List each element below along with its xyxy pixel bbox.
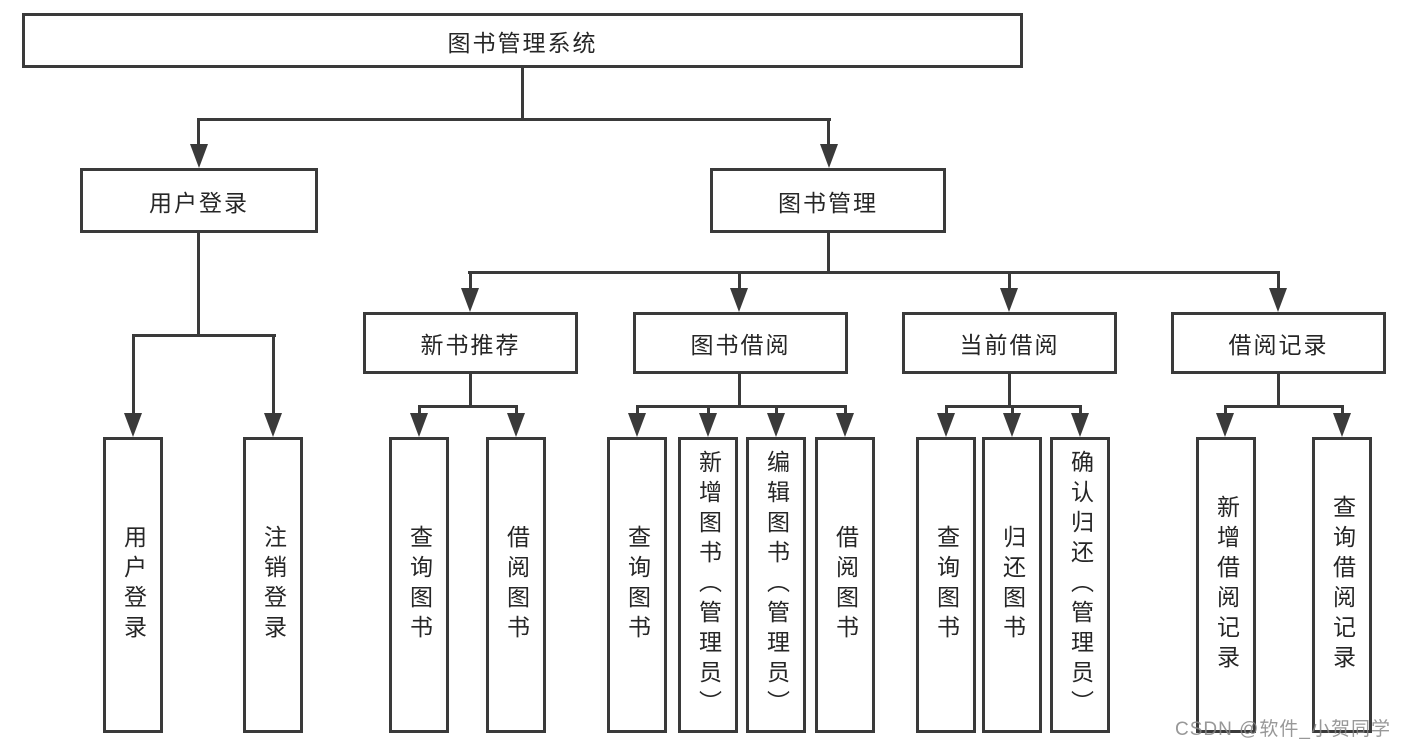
leaf-add-borrow-record: 新增借阅记录 <box>1196 437 1256 733</box>
leaf-query-books-borrowing: 查询图书 <box>607 437 667 733</box>
arrowhead-book-borrow <box>730 288 748 312</box>
arrowhead-leaf-logout <box>264 413 282 437</box>
leaf-borrow-books-recommend: 借阅图书 <box>486 437 546 733</box>
connector-drop <box>636 405 639 417</box>
arrowhead-leaf <box>1216 413 1234 437</box>
arrowhead-leaf <box>1071 413 1089 437</box>
leaf-confirm-return-admin: 确认归还（管理员） <box>1050 437 1110 733</box>
node-library-management-system: 图书管理系统 <box>22 13 1023 68</box>
connector-user-login-stem <box>197 233 200 337</box>
connector-current-borrow-stem <box>1008 374 1011 408</box>
arrowhead-leaf <box>836 413 854 437</box>
node-label: 当前借阅 <box>959 332 1060 358</box>
arrowhead-leaf <box>507 413 525 437</box>
connector-book-borrow-stem <box>738 374 741 408</box>
connector-drop <box>707 405 710 417</box>
arrowhead-leaf <box>767 413 785 437</box>
connector-drop <box>844 405 847 417</box>
connector-new-book-rail <box>418 405 518 408</box>
leaf-edit-books-admin: 编辑图书（管理员） <box>746 437 806 733</box>
connector-drop <box>1011 405 1014 417</box>
connector-book-management-rail <box>468 271 1280 274</box>
connector-borrow-record-rail <box>1224 405 1344 408</box>
leaf-logout: 注销登录 <box>243 437 303 733</box>
leaf-query-borrow-record: 查询借阅记录 <box>1312 437 1372 733</box>
connector-drop <box>1341 405 1344 417</box>
connector-drop-book-management <box>827 118 830 148</box>
connector-drop <box>1224 405 1227 417</box>
connector-drop <box>418 405 421 417</box>
connector-drop-leaf-logout <box>272 334 275 417</box>
arrowhead-leaf <box>1333 413 1351 437</box>
leaf-return-books: 归还图书 <box>982 437 1042 733</box>
node-label: 新书推荐 <box>420 332 521 358</box>
arrowhead-user-login <box>190 144 208 168</box>
arrowhead-new-book <box>461 288 479 312</box>
connector-root-rail <box>197 118 831 121</box>
connector-new-book-stem <box>469 374 472 408</box>
leaf-user-login: 用户登录 <box>103 437 163 733</box>
leaf-query-books-current: 查询图书 <box>916 437 976 733</box>
leaf-add-books-admin: 新增图书（管理员） <box>678 437 738 733</box>
arrowhead-leaf-user-login <box>124 413 142 437</box>
connector-drop-current-borrow <box>1008 271 1011 292</box>
node-label: 图书管理系统 <box>447 29 598 56</box>
connector-root-stem <box>521 68 524 121</box>
node-book-management: 图书管理 <box>710 168 946 233</box>
arrowhead-borrow-record <box>1269 288 1287 312</box>
connector-book-management-stem <box>827 233 830 274</box>
csdn-watermark: CSDN @软件_小贺同学 <box>1175 719 1391 740</box>
node-label: 借阅记录 <box>1228 332 1329 358</box>
arrowhead-current-borrow <box>1000 288 1018 312</box>
node-label: 图书管理 <box>778 189 878 216</box>
arrowhead-leaf <box>937 413 955 437</box>
node-borrowing-records: 借阅记录 <box>1171 312 1386 374</box>
arrowhead-leaf <box>628 413 646 437</box>
connector-drop <box>1079 405 1082 417</box>
connector-book-borrow-rail <box>636 405 847 408</box>
node-user-login: 用户登录 <box>80 168 318 233</box>
connector-drop-book-borrow <box>738 271 741 292</box>
connector-drop-user-login <box>197 118 200 148</box>
connector-user-login-rail <box>132 334 276 337</box>
connector-borrow-record-stem <box>1277 374 1280 408</box>
arrowhead-book-management <box>820 144 838 168</box>
node-new-book-recommend: 新书推荐 <box>363 312 578 374</box>
node-book-borrowing: 图书借阅 <box>633 312 848 374</box>
node-label: 用户登录 <box>149 189 249 216</box>
connector-drop <box>775 405 778 417</box>
leaf-borrow-books: 借阅图书 <box>815 437 875 733</box>
arrowhead-leaf <box>699 413 717 437</box>
connector-drop <box>515 405 518 417</box>
node-label: 图书借阅 <box>690 332 791 358</box>
node-current-borrowing: 当前借阅 <box>902 312 1117 374</box>
connector-drop-borrow-record <box>1277 271 1280 292</box>
connector-drop-leaf-user-login <box>132 334 135 417</box>
connector-drop-new-book <box>469 271 472 292</box>
arrowhead-leaf <box>1003 413 1021 437</box>
arrowhead-leaf <box>410 413 428 437</box>
connector-drop <box>945 405 948 417</box>
leaf-query-books-recommend: 查询图书 <box>389 437 449 733</box>
